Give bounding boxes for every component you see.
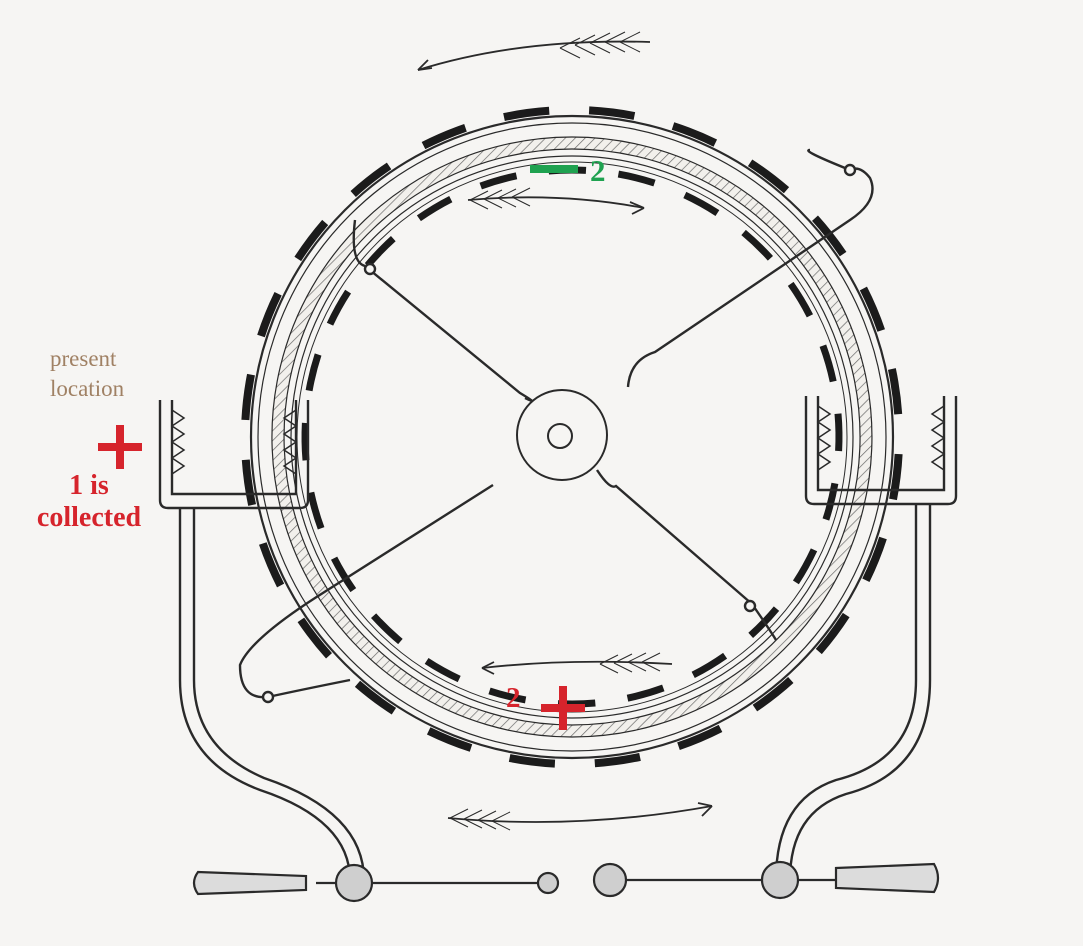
inner-sector-plate (557, 699, 596, 708)
inner-sector-plate (683, 191, 720, 217)
outer-sector-plates (241, 106, 903, 768)
inner-sector-plate (307, 491, 325, 530)
present-location-label: present location (50, 346, 125, 401)
outer-sector-plate (887, 368, 903, 415)
outer-sector-plate (671, 122, 718, 147)
outer-sector-plate (241, 373, 255, 421)
one-is-collected-label: 1 is collected (36, 470, 142, 533)
inner-sector-plate (371, 613, 403, 645)
plus-sign-icon (541, 686, 585, 730)
outer-sector-plate (752, 677, 794, 712)
left-collector-comb (158, 400, 366, 881)
inner-sector-plate (617, 170, 656, 187)
central-hub (516, 389, 608, 481)
outer-sector-plate (297, 617, 332, 659)
outer-sector-plate (350, 162, 392, 197)
inner-sector-plate (819, 344, 837, 383)
outer-sector-plate (421, 124, 467, 150)
rotation-arrow-icon (447, 802, 713, 831)
inner-sector-plate (416, 195, 453, 222)
outer-sector-plate (812, 215, 847, 257)
outer-disc (249, 114, 895, 760)
inner-sector-plate (787, 281, 814, 318)
right-discharge-electrode (592, 860, 940, 900)
inner-sector-plate (364, 236, 396, 268)
outer-sector-plate (859, 286, 885, 332)
inner-sector-plate (822, 482, 839, 521)
inner-sector-plate (626, 684, 665, 702)
rotation-arrow-icon (481, 652, 673, 675)
outer-sector-plate (508, 754, 556, 768)
inner-sector-plate (330, 556, 357, 593)
outer-sector-plate (294, 219, 329, 262)
outer-sector-plate (354, 680, 397, 715)
outer-sector-plate (503, 106, 550, 122)
outer-sector-plate (815, 612, 850, 655)
outer-sector-plate (259, 542, 285, 588)
inner-sector-plate (691, 652, 728, 679)
inner-sector-plates (301, 166, 843, 708)
bottom-number-label: 2 (506, 682, 521, 714)
inner-sector-plate (834, 413, 843, 452)
outer-sector-plate (677, 724, 723, 750)
inner-sector-plate (741, 229, 773, 261)
outer-sector-plate (241, 459, 257, 506)
rotation-arrow-icon (417, 31, 651, 71)
inner-sector-plate (488, 687, 527, 704)
inner-sector-plate (301, 422, 310, 461)
top-number-label: 2 (590, 153, 606, 188)
outer-sector-plate (889, 453, 903, 501)
outer-sector-plate (594, 752, 641, 768)
inner-sector-plate (305, 353, 322, 392)
outer-sector-plate (426, 727, 473, 752)
outer-sector-plate (862, 536, 887, 583)
left-discharge-electrode (192, 863, 560, 903)
minus-sign-icon (530, 165, 578, 173)
inner-sector-plate (424, 657, 461, 683)
inner-sector-plate (479, 172, 518, 190)
outer-sector-plate (257, 291, 282, 338)
right-collector-comb (774, 396, 958, 881)
plus-sign-icon (98, 425, 142, 469)
rotation-arrow-icon (467, 187, 645, 215)
outer-sector-plate (747, 159, 790, 194)
neutralizer-rod-a (352, 219, 778, 641)
inner-sector-plate (792, 548, 818, 585)
outer-sector-plate (588, 106, 636, 120)
inner-sector-plate (326, 289, 352, 326)
neutralizer-rod-b (238, 148, 874, 704)
